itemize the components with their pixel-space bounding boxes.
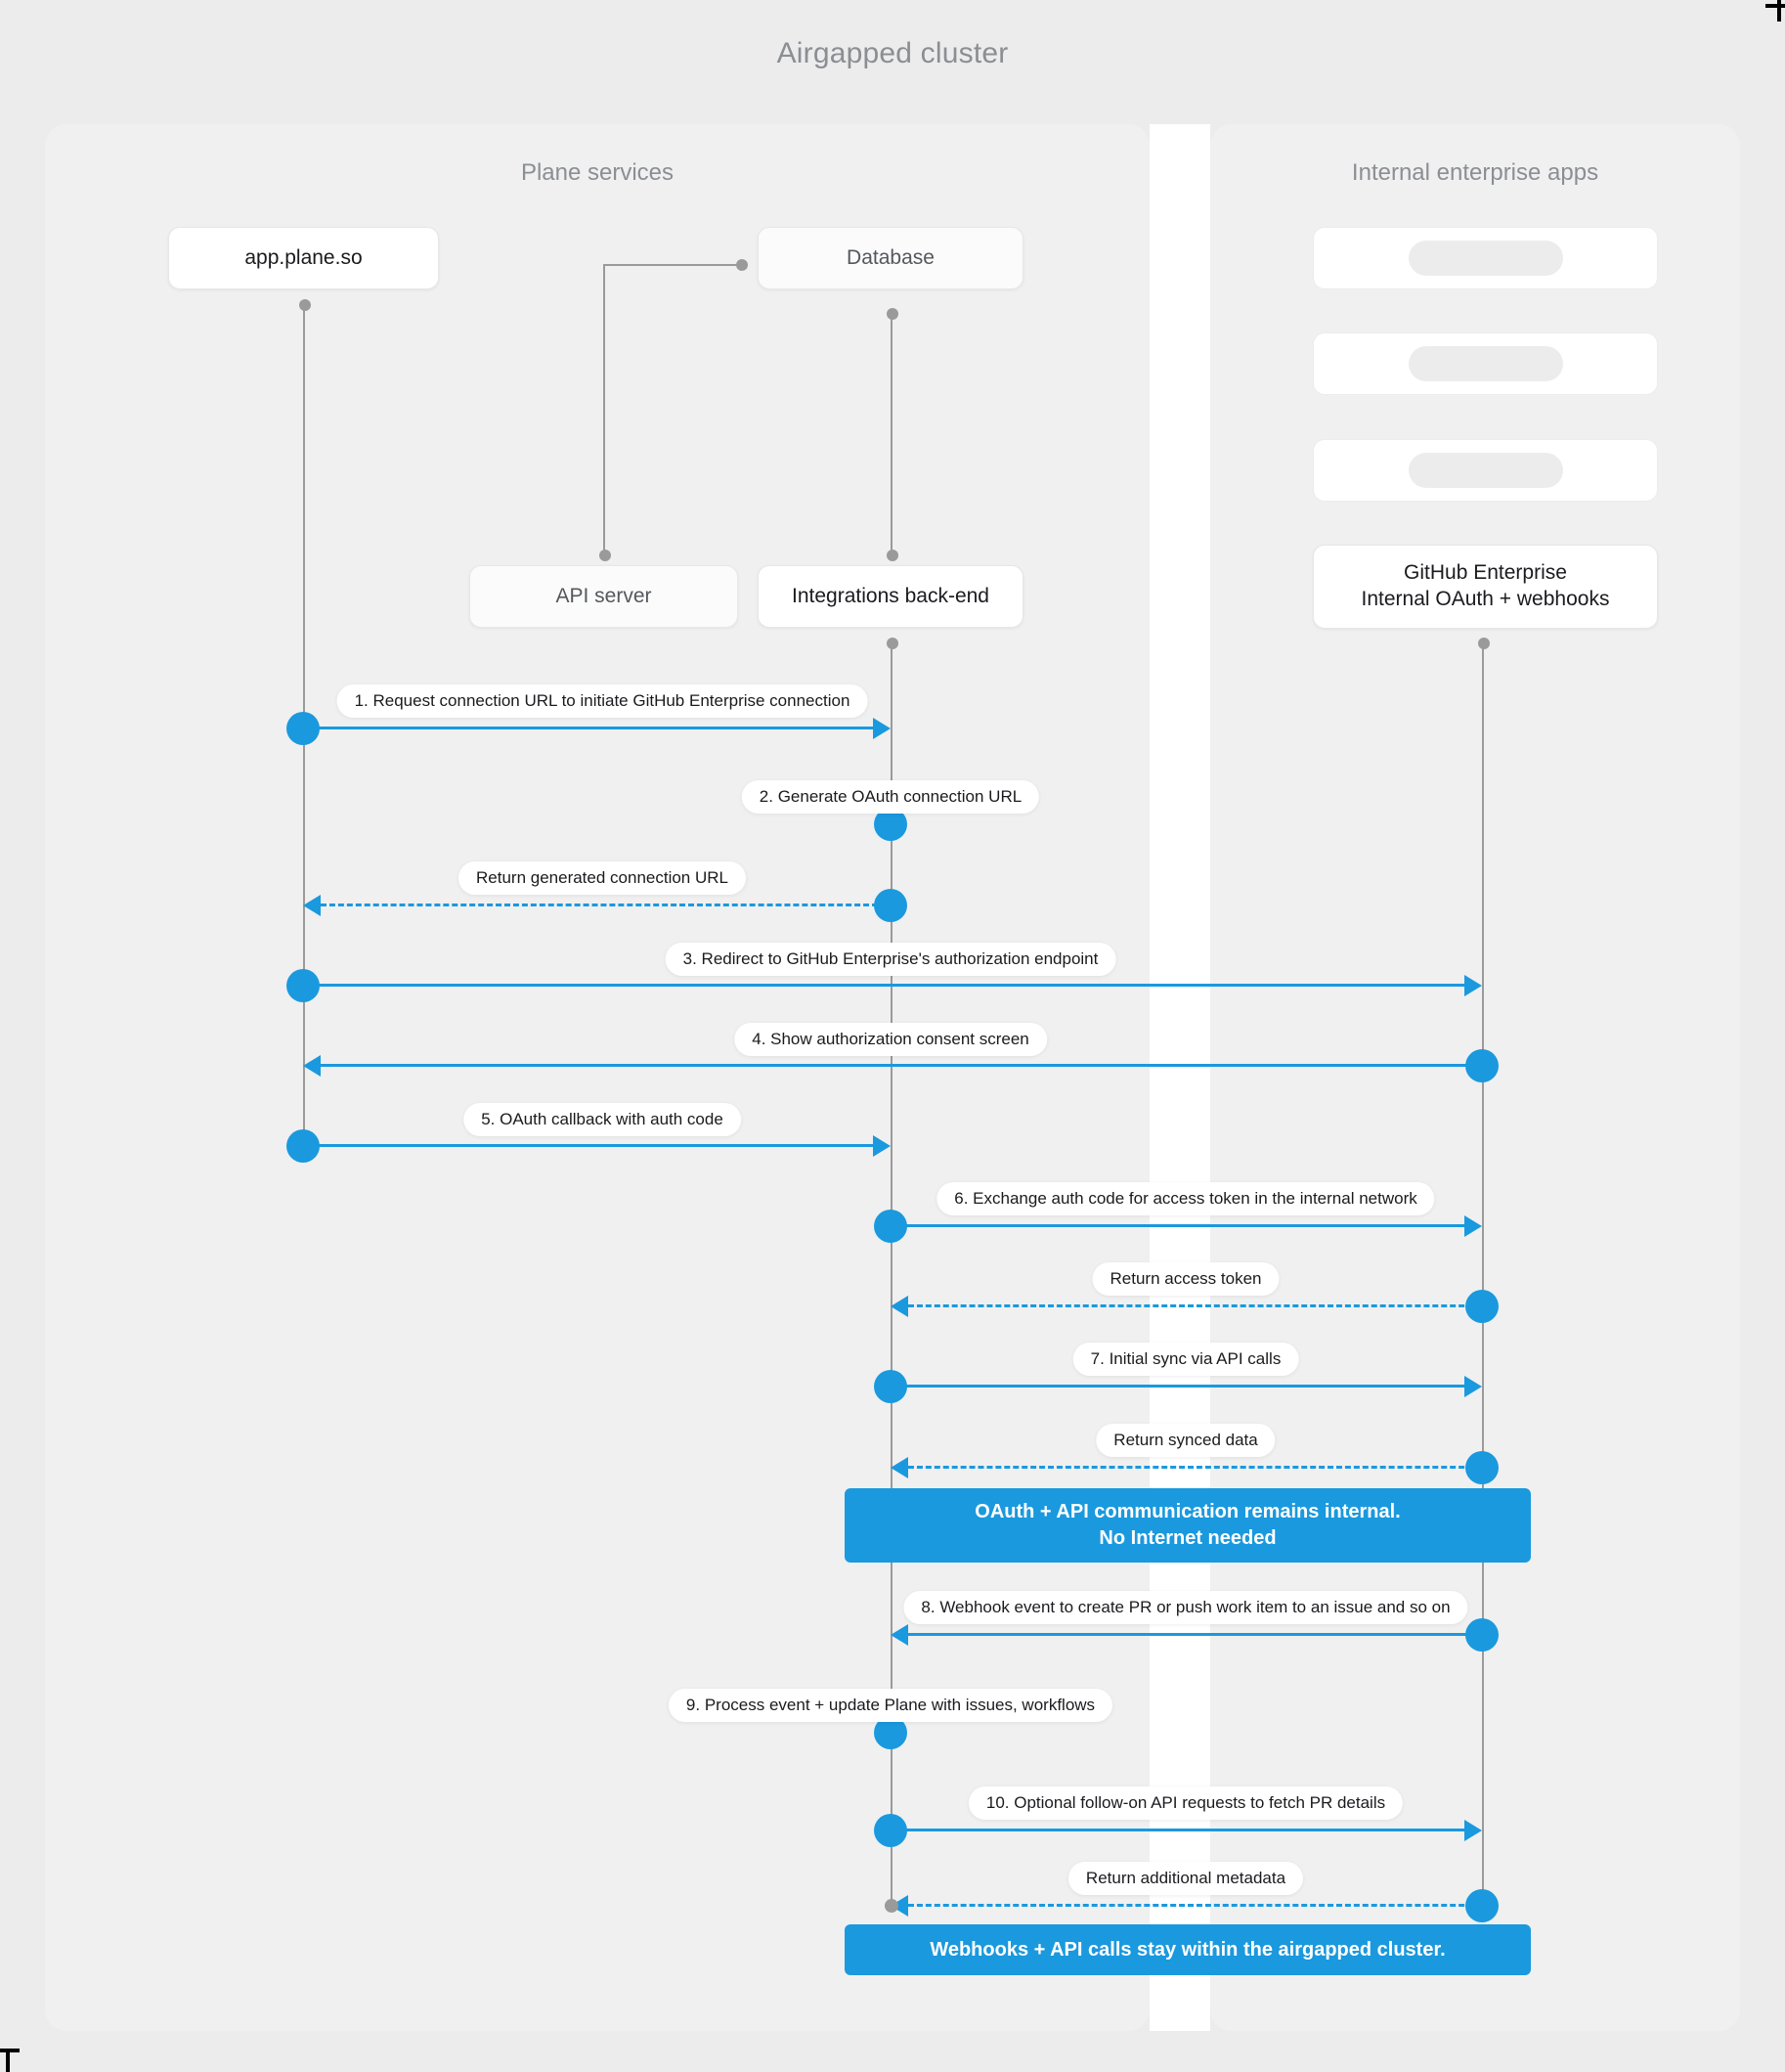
participant-github-enterprise[interactable]: GitHub Enterprise Internal OAuth + webho… [1313, 545, 1658, 629]
message-6-origin-dot [286, 1129, 320, 1163]
crop-mark-bottom-left-v [6, 2050, 10, 2072]
lifeline-dot-integrations-top [887, 638, 898, 649]
message-5-origin-dot [1465, 1049, 1499, 1082]
message-11-origin-dot [1465, 1618, 1499, 1652]
message-5-arrowhead [303, 1055, 321, 1077]
message-9-line [891, 1385, 1468, 1388]
message-7-label: 6. Exchange auth code for access token i… [936, 1182, 1435, 1215]
message-13-line [891, 1829, 1468, 1831]
lifeline-dot-app-plane-top [299, 299, 311, 311]
lifeline-database [891, 314, 892, 555]
message-4-arrowhead [1464, 975, 1482, 996]
message-10-arrowhead [891, 1457, 908, 1478]
message-6-line [303, 1144, 878, 1147]
message-12-label: 9. Process event + update Plane with iss… [668, 1689, 1113, 1722]
message-3-line [321, 904, 878, 906]
message-6-arrowhead [873, 1135, 891, 1157]
crop-mark-top-right-v [1777, 0, 1781, 22]
participant-integrations-backend[interactable]: Integrations back-end [758, 565, 1023, 628]
participant-integrations-backend-label: Integrations back-end [792, 584, 989, 607]
lifeline-dot-db-elbow-right [736, 259, 748, 271]
placeholder-app-card-2[interactable] [1313, 332, 1658, 395]
participant-api-server-label: API server [555, 584, 652, 607]
participant-github-enterprise-label: GitHub Enterprise Internal OAuth + webho… [1361, 561, 1610, 610]
message-8-arrowhead [891, 1296, 908, 1317]
message-2-label: 2. Generate OAuth connection URL [741, 780, 1040, 814]
message-10-origin-dot [1465, 1451, 1499, 1484]
lifeline-dot-integrations-bottom [885, 1899, 898, 1913]
lifeline-integrations-backend [891, 643, 892, 1905]
participant-database[interactable]: Database [758, 227, 1023, 289]
message-3-label: Return generated connection URL [458, 861, 746, 895]
participant-database-label: Database [847, 245, 935, 269]
message-1-label: 1. Request connection URL to initiate Gi… [336, 684, 868, 718]
message-10-label: Return synced data [1096, 1424, 1276, 1457]
panel-plane-services-title: Plane services [520, 159, 675, 186]
lifeline-dot-api-server-top [599, 550, 611, 561]
participant-app-plane-so[interactable]: app.plane.so [168, 227, 439, 289]
message-7-origin-dot [874, 1210, 907, 1243]
message-11-arrowhead [891, 1624, 908, 1646]
placeholder-bar [1408, 241, 1563, 276]
crop-mark-top-right-h [1765, 4, 1785, 8]
placeholder-bar [1408, 453, 1563, 488]
message-11-line [908, 1633, 1482, 1636]
panel-plane-services: Plane services [45, 124, 1150, 2031]
message-1-arrowhead [873, 718, 891, 739]
message-6-label: 5. OAuth callback with auth code [463, 1103, 741, 1136]
diagram-title: Airgapped cluster [776, 37, 1009, 69]
message-3-arrowhead [303, 895, 321, 916]
lifeline-dot-database-top [887, 308, 898, 320]
lifeline-dot-github-top [1478, 638, 1490, 649]
message-5-label: 4. Show authorization consent screen [734, 1023, 1047, 1056]
participant-api-server[interactable]: API server [469, 565, 738, 628]
message-3-origin-dot [874, 889, 907, 922]
message-8-origin-dot [1465, 1290, 1499, 1323]
note-oauth-internal: OAuth + API communication remains intern… [845, 1488, 1531, 1563]
lifeline-api-server [603, 265, 605, 555]
lifeline-dot-database-bottom [887, 550, 898, 561]
participant-app-plane-so-label: app.plane.so [244, 245, 363, 269]
note-webhooks-internal: Webhooks + API calls stay within the air… [845, 1924, 1531, 1975]
message-9-arrowhead [1464, 1376, 1482, 1397]
message-8-label: Return access token [1092, 1262, 1280, 1296]
placeholder-app-card-1[interactable] [1313, 227, 1658, 289]
connector-database-to-api-server [603, 264, 741, 266]
panel-gutter [1150, 124, 1210, 2031]
crop-mark-bottom-left-h [0, 2049, 20, 2052]
message-10-line [908, 1466, 1482, 1469]
message-13-arrowhead [1464, 1820, 1482, 1841]
placeholder-app-card-3[interactable] [1313, 439, 1658, 502]
message-7-line [891, 1224, 1468, 1227]
placeholder-bar [1408, 346, 1563, 381]
message-8-line [908, 1304, 1482, 1307]
message-13-label: 10. Optional follow-on API requests to f… [968, 1786, 1404, 1820]
message-11-label: 8. Webhook event to create PR or push wo… [903, 1591, 1468, 1624]
lifeline-github-enterprise [1482, 643, 1484, 1903]
message-1-origin-dot [286, 712, 320, 745]
message-7-arrowhead [1464, 1215, 1482, 1237]
message-14-label: Return additional metadata [1067, 1862, 1304, 1895]
panel-internal-enterprise-apps-title: Internal enterprise apps [1351, 159, 1599, 186]
message-4-origin-dot [286, 969, 320, 1002]
message-4-line [303, 984, 1468, 987]
message-14-line [908, 1904, 1482, 1907]
message-1-line [303, 727, 878, 729]
message-5-line [321, 1064, 1482, 1067]
message-14-origin-dot [1465, 1889, 1499, 1922]
message-9-origin-dot [874, 1370, 907, 1403]
message-9-label: 7. Initial sync via API calls [1072, 1343, 1299, 1376]
message-13-origin-dot [874, 1814, 907, 1847]
message-4-label: 3. Redirect to GitHub Enterprise's autho… [665, 943, 1116, 976]
